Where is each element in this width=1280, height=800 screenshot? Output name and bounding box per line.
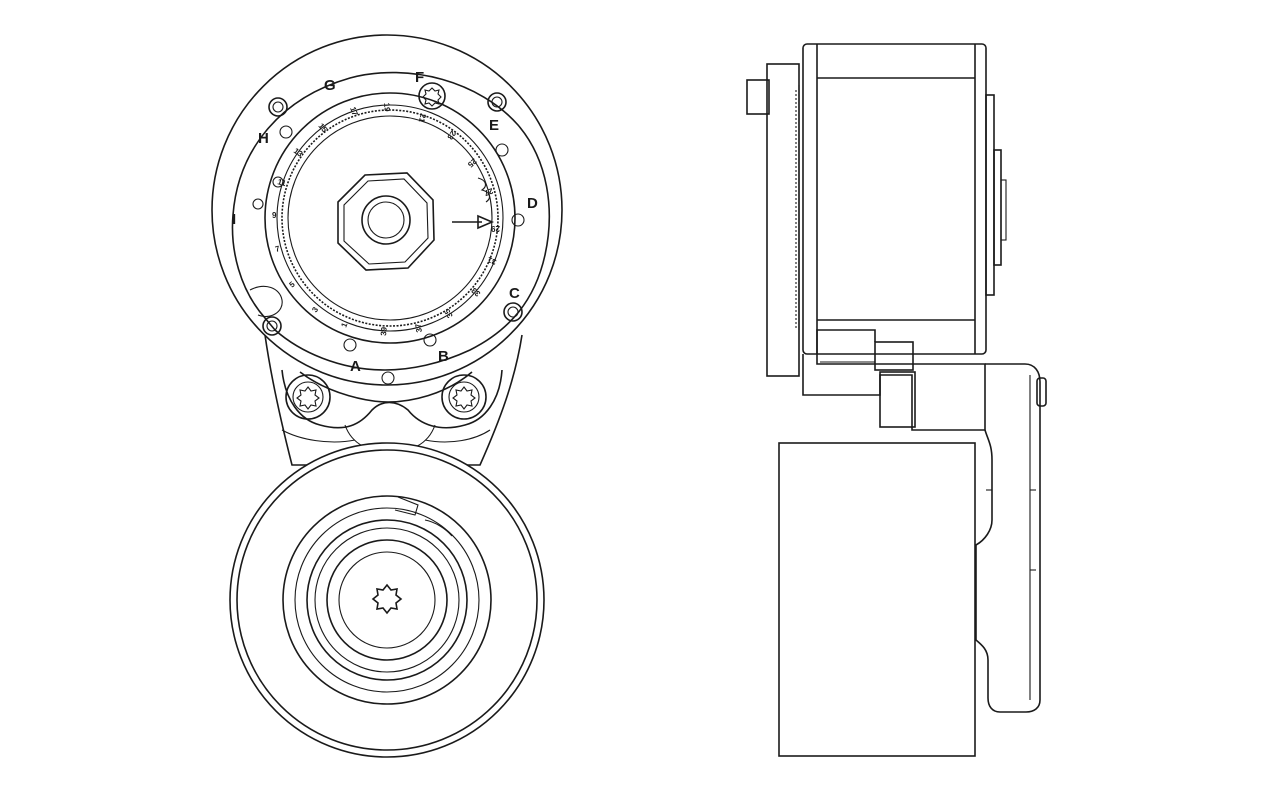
scale-number: 27 <box>482 186 494 198</box>
scale-number: 11 <box>276 177 287 188</box>
ring-letter-a: A <box>350 358 361 375</box>
scale-plate <box>231 71 551 371</box>
ring-letter-c: C <box>509 285 520 302</box>
ring-letter-b: B <box>438 348 449 365</box>
scale-number: 5 <box>288 279 298 289</box>
scale-number: 9 <box>272 211 277 220</box>
ring-holes <box>252 125 525 385</box>
scale-number: 19 <box>382 102 392 112</box>
side-main-body <box>802 43 987 355</box>
nut-bore <box>361 195 411 245</box>
ring-letter-f: F <box>415 69 424 86</box>
front-view: A B C D E F G H I 1 3 5 7 9 11 13 15 17 … <box>211 34 563 758</box>
side-view <box>746 43 1047 757</box>
side-pulley <box>778 442 976 757</box>
torx-bolt-right <box>441 374 487 420</box>
ring-screw-tl <box>268 97 288 117</box>
ring-screw-tr <box>487 92 507 112</box>
scale-number: 37 <box>413 322 424 333</box>
indicator-arrow <box>452 214 495 230</box>
pulley-hub-ring <box>282 495 492 705</box>
side-back-plate <box>766 63 800 377</box>
side-lower-bracket <box>802 329 986 431</box>
ring-letter-i: I <box>232 211 236 228</box>
head-outer-ring <box>211 34 563 386</box>
side-arm <box>975 363 1041 713</box>
side-flange <box>985 94 995 296</box>
scale-number: 1 <box>339 321 349 329</box>
scale-number: 29 <box>491 224 500 233</box>
pulley-outer <box>229 442 545 758</box>
ring-letter-h: H <box>258 130 269 147</box>
scale-number: 31 <box>486 255 498 267</box>
hex-nut <box>337 172 435 271</box>
scale-number: 39 <box>379 326 389 336</box>
side-spindle <box>746 79 770 115</box>
ring-letter-g: G <box>324 77 336 94</box>
ring-letter-d: D <box>527 195 538 212</box>
torx-bolt-left <box>285 374 331 420</box>
scale-numbers: 1 3 5 7 9 11 13 15 17 19 21 23 25 27 29 … <box>272 102 500 336</box>
scale-number-ring-outer <box>264 92 516 344</box>
scale-number: 21 <box>417 112 428 123</box>
scale-number: 17 <box>348 106 360 118</box>
ring-screw-bl <box>262 316 282 336</box>
scale-number: 7 <box>274 244 281 254</box>
torx-bolt-top <box>418 82 446 110</box>
knurled-disc <box>281 109 499 327</box>
ring-letter-e: E <box>489 117 499 134</box>
pulley-torx-bolt <box>371 583 403 615</box>
ring-screw-br <box>503 302 523 322</box>
scale-number: 3 <box>310 305 320 314</box>
